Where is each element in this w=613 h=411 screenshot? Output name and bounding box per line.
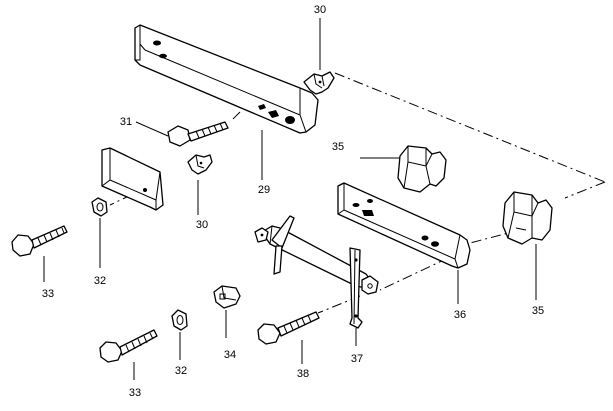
callout-labels: 30 31 29 30 35 32 33 35 36 34 37 38 32 3… (42, 4, 544, 399)
callout-38: 38 (297, 368, 309, 380)
callout-36: 36 (454, 309, 466, 321)
left-bracket-plate (101, 147, 164, 211)
callout-33-upper: 33 (42, 288, 54, 300)
washer-nut-upper (91, 197, 108, 217)
callout-34: 34 (224, 349, 236, 361)
callout-37: 37 (351, 353, 363, 365)
cross-bracket (254, 215, 379, 329)
clip-nut (213, 285, 241, 309)
screw-38 (257, 311, 320, 345)
callout-32-lower: 32 (175, 365, 187, 377)
callout-30-top: 30 (314, 4, 326, 16)
callout-31: 31 (120, 116, 132, 128)
bracket-right (502, 191, 553, 245)
leader-lines (43, 18, 537, 380)
callout-35-right: 35 (532, 305, 544, 317)
callout-29: 29 (258, 184, 270, 196)
screw-lower (99, 329, 158, 363)
callout-33-lower: 33 (129, 387, 141, 399)
clip-middle (187, 154, 213, 175)
clip-top (303, 71, 335, 95)
callout-35-middle: 35 (332, 141, 344, 153)
bracket-clip-middle (397, 145, 447, 193)
lower-bumper-bar (337, 182, 471, 269)
washer-nut-lower (171, 309, 188, 331)
callout-32-upper: 32 (94, 275, 106, 287)
bolt-31 (167, 121, 229, 147)
upper-bumper-bar (134, 24, 319, 134)
callout-30-middle: 30 (196, 219, 208, 231)
screw-upper (11, 225, 68, 257)
